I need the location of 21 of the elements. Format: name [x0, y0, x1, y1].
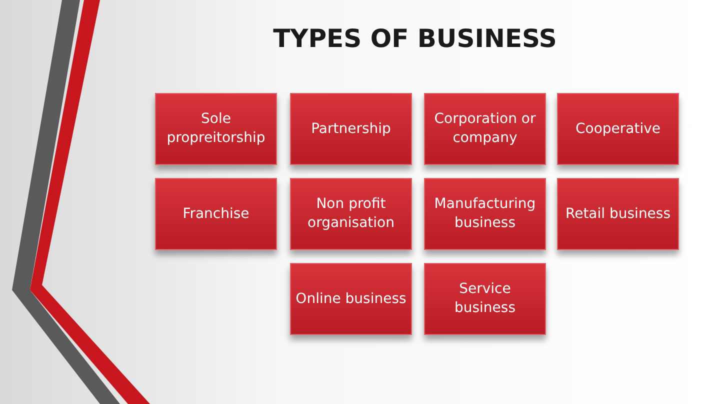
- business-type-box: [290, 178, 412, 250]
- box-label: Corporation or company: [433, 110, 537, 148]
- box-label: Retail business: [564, 204, 672, 224]
- box-label: Franchise: [182, 204, 250, 224]
- business-type-box: [155, 178, 277, 250]
- business-type-box: [424, 93, 546, 165]
- business-type-box: [424, 178, 546, 250]
- box-label: Cooperative: [574, 120, 662, 138]
- box-label: Sole propreitorship: [166, 110, 266, 148]
- business-type-box: [290, 263, 412, 335]
- business-type-box: [557, 93, 679, 165]
- box-label: Partnership: [310, 120, 392, 138]
- business-type-box: [155, 93, 277, 165]
- box-label: Service business: [453, 280, 517, 318]
- business-type-box: [290, 93, 412, 165]
- title: TYPES OF BUSINESS: [272, 24, 558, 53]
- box-label: Online business: [294, 290, 408, 308]
- business-type-box: [424, 263, 546, 335]
- box-label: Non profit organisation: [306, 195, 396, 233]
- business-type-box: [557, 178, 679, 250]
- box-label: Manufacturing business: [433, 195, 537, 233]
